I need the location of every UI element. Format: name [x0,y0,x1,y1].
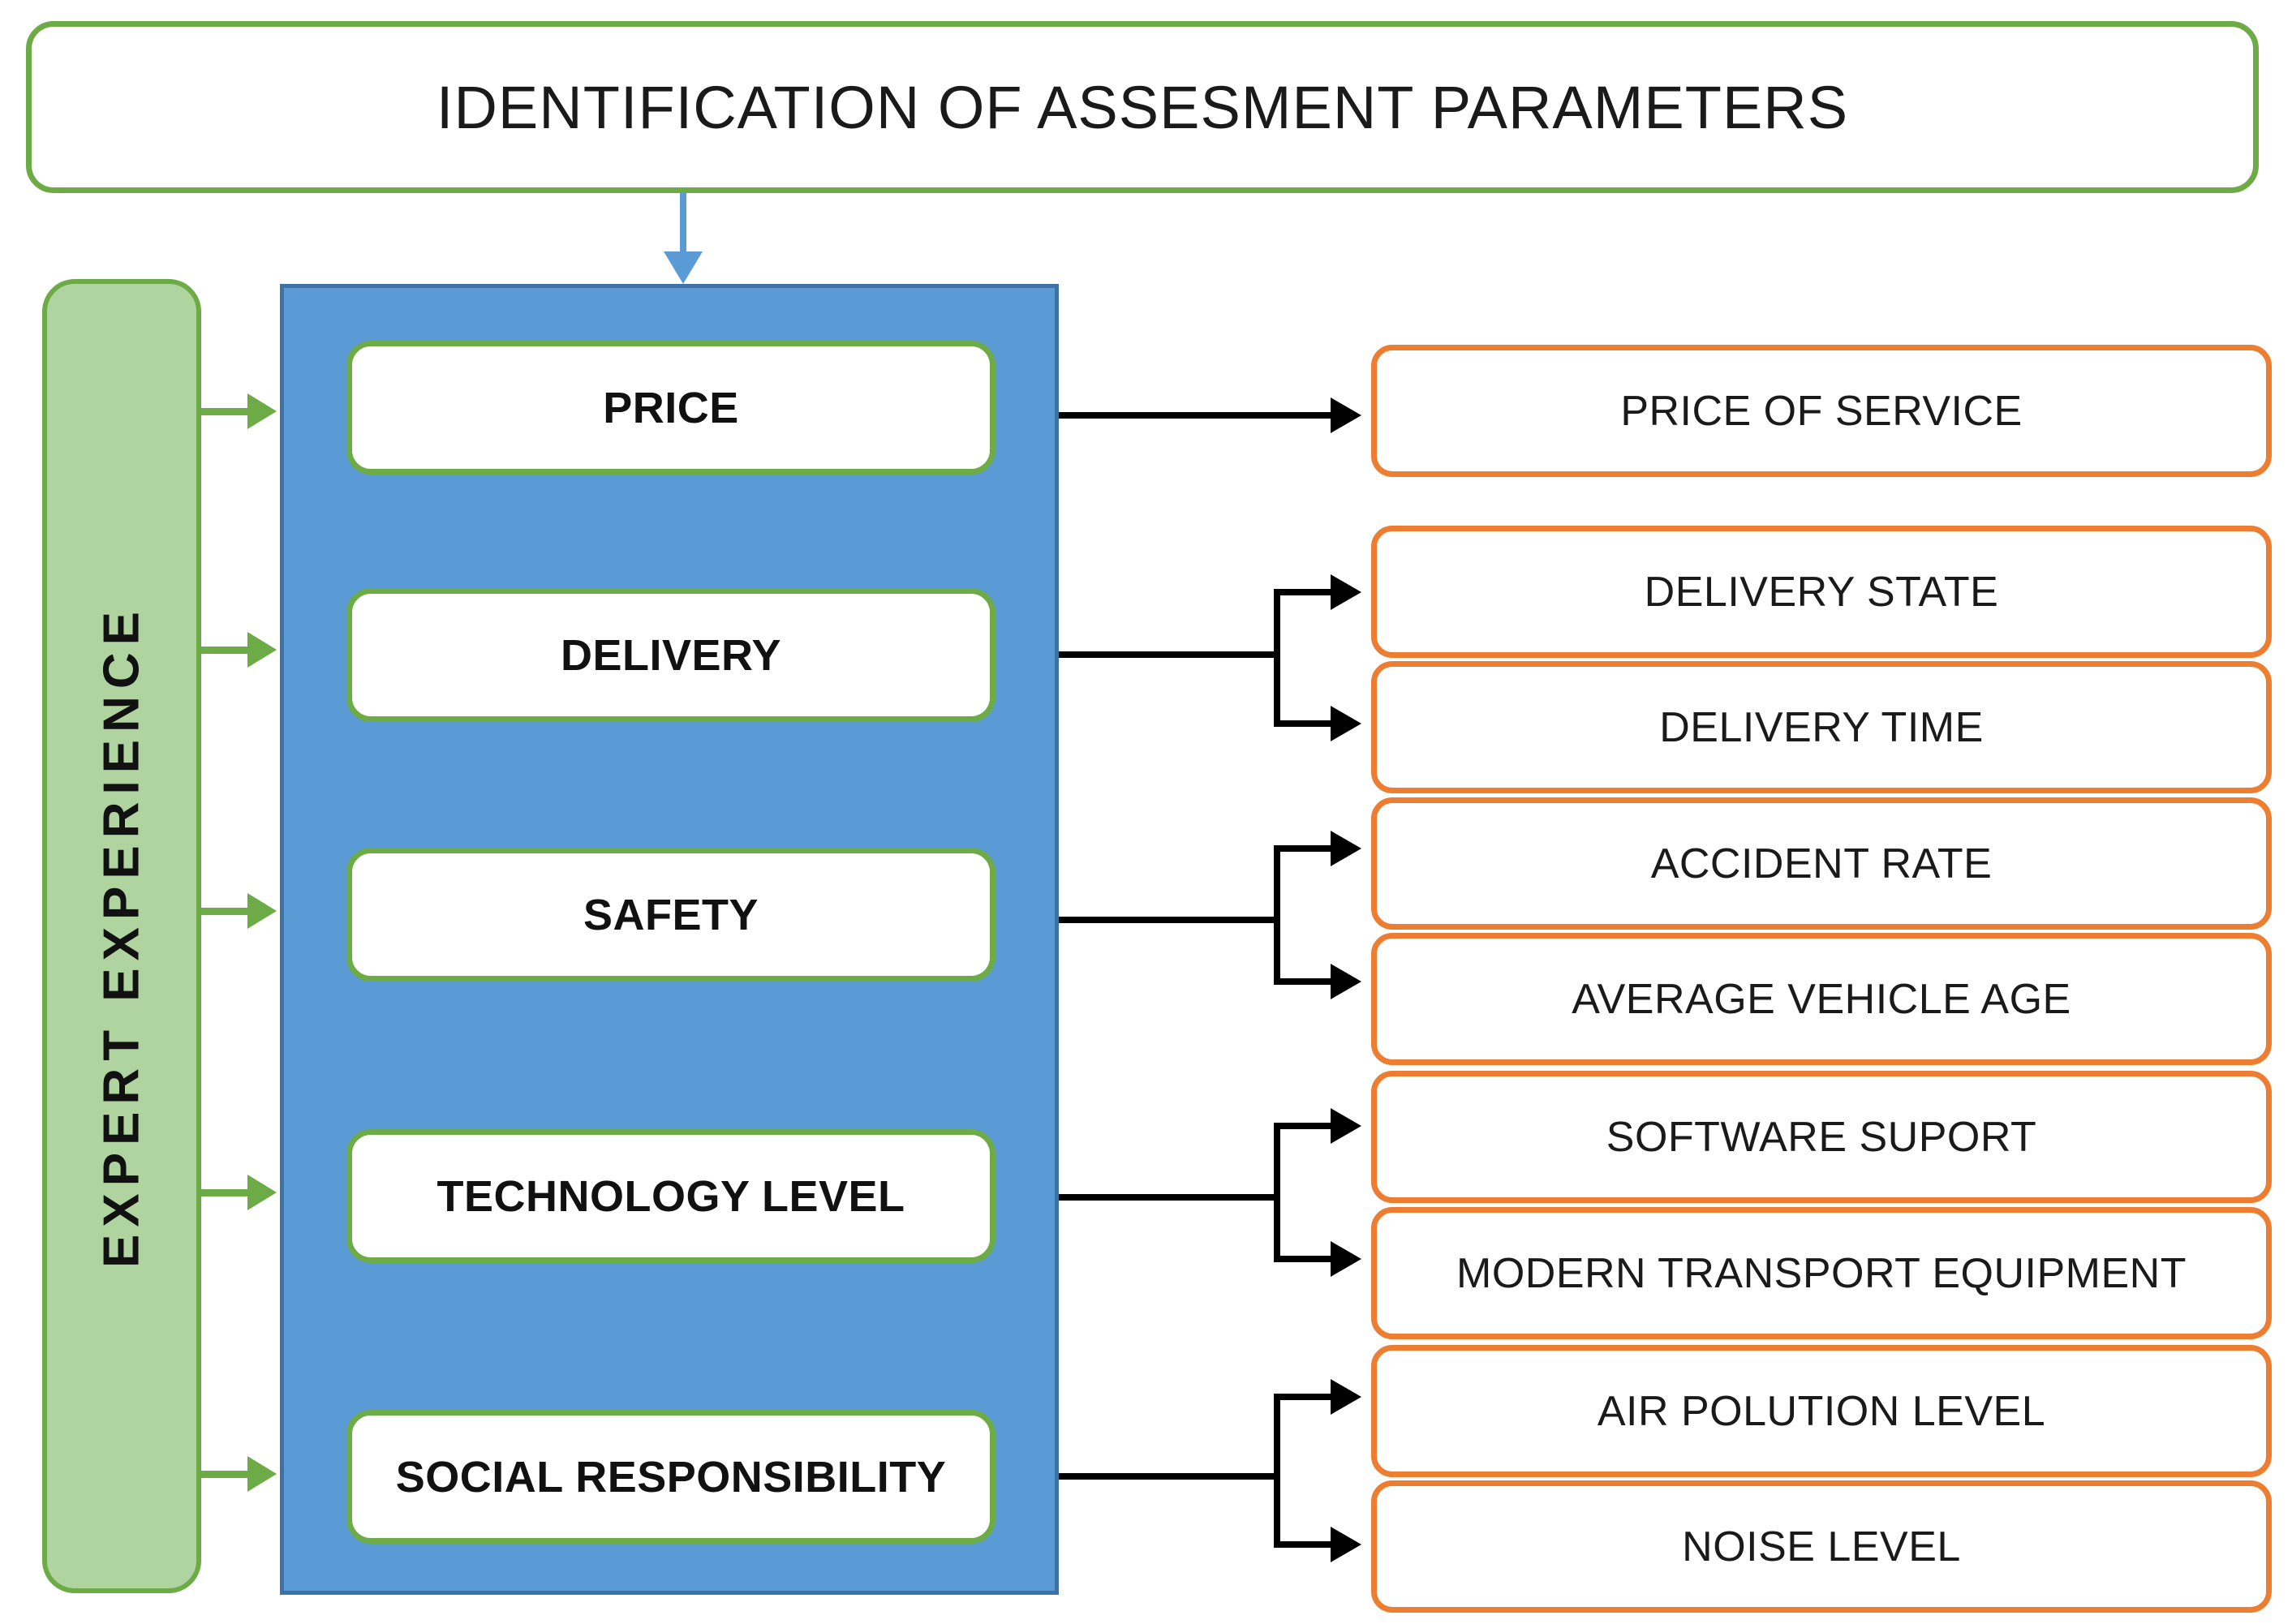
expert-arrow-head-price-icon [247,393,277,429]
expert-connector-line-price [201,408,252,415]
connector-delivery-branch-bottom [1274,720,1339,727]
connector-accident-rate-arrow-icon [1331,831,1361,866]
criteria-label-air-polution-level: AIR POLUTION LEVEL [1597,1387,2046,1435]
connector-social-vertical [1274,1394,1280,1548]
expert-connector-line-delivery [201,647,252,654]
criteria-label-noise-level: NOISE LEVEL [1682,1523,1961,1570]
connector-vehicle-age-arrow-icon [1331,964,1361,999]
connector-modern-transport-arrow-icon [1331,1241,1361,1277]
title-to-panel-arrow-head-icon [664,251,703,284]
criteria-box-modern-transport-equipment[interactable]: MODERN TRANSPORT EQUIPMENT [1371,1207,2272,1339]
criteria-box-price-of-service[interactable]: PRICE OF SERVICE [1371,345,2272,477]
criteria-box-delivery-time[interactable]: DELIVERY TIME [1371,661,2272,793]
connector-safety-vertical [1274,845,1280,985]
criteria-label-delivery-time: DELIVERY TIME [1659,703,1984,751]
parameter-box-safety[interactable]: SAFETY [346,848,995,982]
criteria-label-average-vehicle-age: AVERAGE VEHICLE AGE [1572,975,2071,1023]
connector-social-stem [1059,1473,1278,1480]
connector-technology-branch-bottom [1274,1256,1339,1262]
expert-connector-line-social [201,1471,252,1478]
connector-delivery-stem [1059,651,1278,658]
criteria-box-air-polution-level[interactable]: AIR POLUTION LEVEL [1371,1345,2272,1477]
parameter-label-safety: SAFETY [583,890,759,939]
expert-experience-label: EXPERT EXPERIENCE [93,604,150,1268]
parameter-label-social-responsibility: SOCIAL RESPONSIBILITY [395,1452,947,1502]
connector-technology-vertical [1274,1123,1280,1262]
connector-delivery-state-arrow-icon [1331,574,1361,610]
expert-experience-panel: EXPERT EXPERIENCE [42,279,201,1593]
parameter-box-delivery[interactable]: DELIVERY [346,588,995,722]
expert-arrow-head-social-icon [247,1456,277,1492]
page-title: IDENTIFICATION OF ASSESMENT PARAMETERS [436,73,1849,141]
criteria-label-delivery-state: DELIVERY STATE [1644,568,1999,616]
connector-social-branch-bottom [1274,1541,1339,1548]
parameter-box-technology-level[interactable]: TECHNOLOGY LEVEL [346,1129,995,1263]
title-box: IDENTIFICATION OF ASSESMENT PARAMETERS [26,21,2259,193]
expert-arrow-head-technology-icon [247,1175,277,1210]
expert-connector-line-safety [201,908,252,915]
criteria-label-software-suport: SOFTWARE SUPORT [1606,1113,2037,1161]
connector-social-branch-top [1274,1394,1339,1400]
parameter-label-delivery: DELIVERY [560,630,782,680]
connector-delivery-branch-top [1274,589,1339,595]
connector-delivery-vertical [1274,589,1280,727]
connector-technology-branch-top [1274,1123,1339,1129]
expert-arrow-head-safety-icon [247,893,277,929]
criteria-label-accident-rate: ACCIDENT RATE [1650,840,1993,887]
criteria-label-modern-transport-equipment: MODERN TRANSPORT EQUIPMENT [1456,1249,2187,1297]
criteria-box-delivery-state[interactable]: DELIVERY STATE [1371,526,2272,658]
connector-software-suport-arrow-icon [1331,1108,1361,1144]
criteria-box-noise-level[interactable]: NOISE LEVEL [1371,1480,2272,1613]
connector-technology-stem [1059,1194,1278,1201]
parameter-box-price[interactable]: PRICE [346,341,995,475]
connector-safety-branch-bottom [1274,978,1339,985]
connector-price-line [1059,412,1339,419]
title-to-panel-arrow-shaft [680,193,686,269]
criteria-label-price-of-service: PRICE OF SERVICE [1620,387,2023,435]
connector-air-polution-arrow-icon [1331,1379,1361,1415]
parameter-label-price: PRICE [603,383,739,432]
connector-delivery-time-arrow-icon [1331,706,1361,741]
criteria-box-software-suport[interactable]: SOFTWARE SUPORT [1371,1071,2272,1203]
connector-safety-branch-top [1274,845,1339,852]
criteria-box-average-vehicle-age[interactable]: AVERAGE VEHICLE AGE [1371,933,2272,1065]
connector-noise-level-arrow-icon [1331,1527,1361,1562]
parameter-box-social-responsibility[interactable]: SOCIAL RESPONSIBILITY [346,1410,995,1544]
expert-connector-line-technology [201,1189,252,1197]
expert-arrow-head-delivery-icon [247,632,277,668]
parameter-label-technology-level: TECHNOLOGY LEVEL [436,1171,905,1221]
criteria-box-accident-rate[interactable]: ACCIDENT RATE [1371,797,2272,930]
connector-price-arrow-icon [1331,397,1361,433]
connector-safety-stem [1059,917,1278,923]
